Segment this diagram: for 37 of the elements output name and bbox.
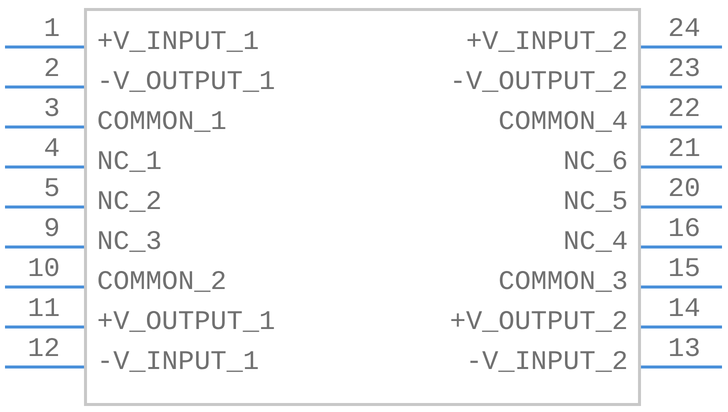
- pin-number: 11: [28, 295, 60, 325]
- pin-name: -V_INPUT_2: [466, 348, 628, 378]
- pin-number: 13: [668, 335, 700, 365]
- pin-number: 3: [44, 95, 60, 125]
- pin-name: NC_4: [563, 228, 628, 258]
- pin-number: 4: [44, 135, 60, 165]
- pin-number: 5: [44, 175, 60, 205]
- pin-name: +V_OUTPUT_2: [450, 308, 628, 338]
- pin-number: 16: [668, 215, 700, 245]
- pin-name: COMMON_1: [97, 108, 227, 138]
- pin-number: 23: [668, 55, 700, 85]
- pin-name: NC_3: [97, 228, 162, 258]
- pin-name: -V_INPUT_1: [97, 348, 260, 378]
- pin-name: COMMON_4: [498, 108, 628, 138]
- pin-name: +V_OUTPUT_1: [97, 308, 276, 338]
- pin-name: COMMON_3: [498, 268, 628, 298]
- pin-number: 12: [28, 335, 60, 365]
- pin-name: +V_INPUT_2: [466, 28, 628, 58]
- pin-number: 10: [28, 255, 60, 285]
- pin-name: -V_OUTPUT_2: [450, 68, 628, 98]
- component-body: [84, 8, 641, 406]
- pin-number: 14: [668, 295, 700, 325]
- pin-number: 15: [668, 255, 700, 285]
- pin-number: 9: [44, 215, 60, 245]
- pin-number: 2: [44, 55, 60, 85]
- pin-name: COMMON_2: [97, 268, 227, 298]
- pin-number: 22: [668, 95, 700, 125]
- pin-number: 24: [668, 15, 700, 45]
- pin-name: -V_OUTPUT_1: [97, 68, 276, 98]
- pin-name: NC_2: [97, 188, 162, 218]
- pin-number: 1: [44, 15, 60, 45]
- pin-name: NC_5: [563, 188, 628, 218]
- pin-name: NC_1: [97, 148, 162, 178]
- pin-number: 21: [668, 135, 700, 165]
- pin-name: NC_6: [563, 148, 628, 178]
- pin-name: +V_INPUT_1: [97, 28, 260, 58]
- pin-number: 20: [668, 175, 700, 205]
